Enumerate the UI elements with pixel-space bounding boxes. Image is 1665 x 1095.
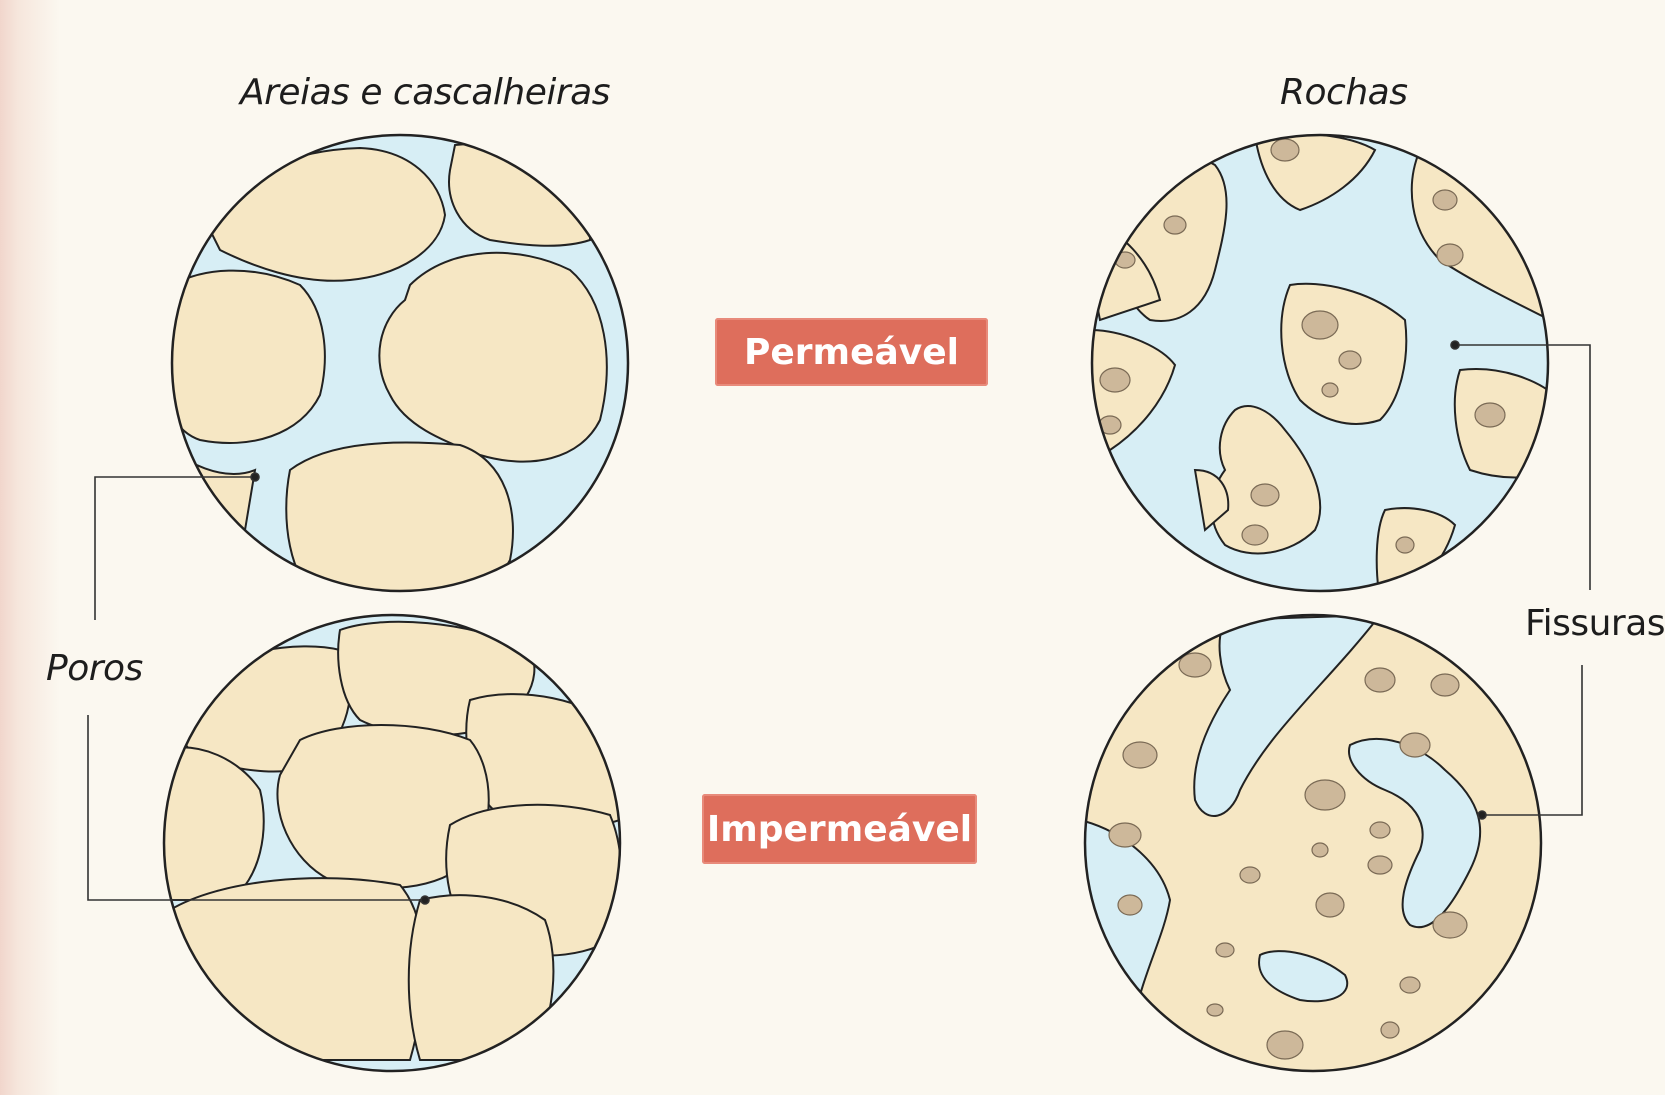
inclusion — [1322, 383, 1338, 397]
inclusion — [1400, 733, 1430, 757]
grain — [159, 271, 325, 443]
grain — [286, 443, 513, 604]
inclusion — [1365, 668, 1395, 692]
inclusion — [1302, 311, 1338, 339]
inclusion — [1240, 867, 1260, 883]
inclusion — [1123, 742, 1157, 768]
inclusion — [1381, 1022, 1399, 1038]
inclusion — [1109, 823, 1141, 847]
inclusion — [1339, 351, 1361, 369]
rock-impermeable-circle — [1080, 615, 1541, 1071]
inclusion — [1431, 674, 1459, 696]
inclusion — [1267, 1031, 1303, 1059]
inclusion — [1437, 244, 1463, 266]
inclusion — [1242, 525, 1268, 545]
inclusion — [1100, 368, 1130, 392]
grain — [210, 148, 445, 281]
grain — [409, 895, 554, 1060]
inclusion — [1164, 216, 1186, 234]
sand-gravel-impermeable-circle — [160, 615, 621, 1071]
inclusion — [1475, 403, 1505, 427]
heading-rocks: Rochas — [1280, 72, 1407, 113]
inclusion — [1115, 252, 1135, 268]
inclusion — [1433, 912, 1467, 938]
inclusion — [1271, 139, 1299, 161]
inclusion — [1207, 1004, 1223, 1016]
inclusion — [1312, 843, 1328, 857]
inclusion — [1251, 484, 1279, 506]
inclusion — [1118, 895, 1142, 915]
heading-sands-gravel: Areias e cascalheiras — [240, 72, 610, 113]
inclusion — [1316, 893, 1344, 917]
inclusion — [1216, 943, 1234, 957]
pores-label: Poros — [46, 648, 143, 689]
impermeable-badge: Impermeável — [702, 794, 977, 864]
inclusion — [1368, 856, 1392, 874]
sand-gravel-permeable-circle — [159, 135, 628, 604]
inclusion — [1433, 190, 1457, 210]
inclusion — [1370, 822, 1390, 838]
inclusion — [1396, 537, 1414, 553]
inclusion — [1400, 977, 1420, 993]
inclusion — [1305, 780, 1345, 810]
inclusion — [1126, 180, 1154, 200]
fissures-label: Fissuras — [1525, 603, 1665, 644]
rock-permeable-circle — [1090, 133, 1560, 600]
permeable-badge: Permeável — [715, 318, 988, 386]
